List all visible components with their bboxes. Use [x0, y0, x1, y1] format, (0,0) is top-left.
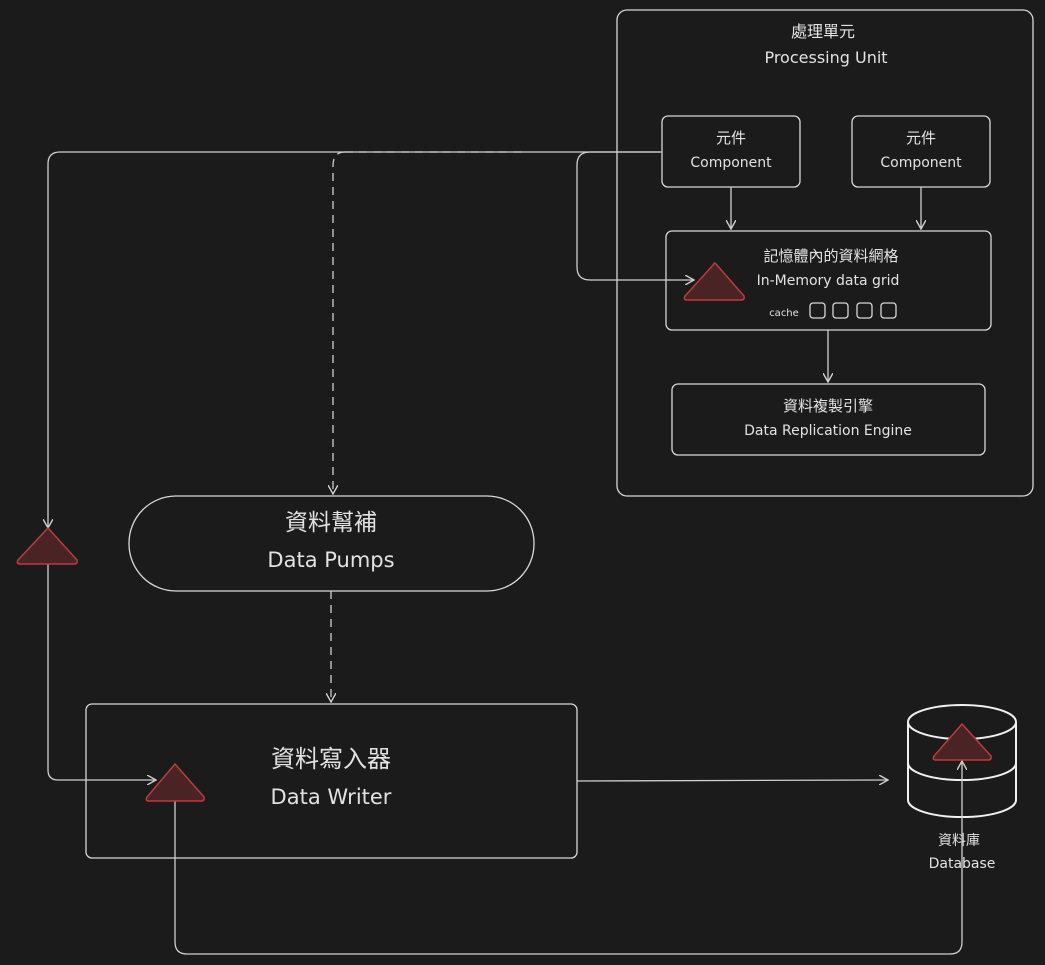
in-memory-grid-label-en: In-Memory data grid: [757, 273, 900, 289]
in-memory-grid-label-zh: 記憶體內的資料網格: [763, 247, 898, 265]
data-pumps-label-en: Data Pumps: [267, 548, 394, 572]
data-pumps-label-zh: 資料幫補: [285, 510, 377, 536]
connector-writer-loop-to-database: [174, 761, 962, 955]
in-memory-data-grid-box: 記憶體內的資料網格 In-Memory data grid cache: [665, 230, 992, 331]
replication-engine-label-en: Data Replication Engine: [744, 423, 912, 439]
replication-engine-label-zh: 資料複製引擎: [783, 397, 873, 415]
data-pumps-box: 資料幫補 Data Pumps: [128, 495, 535, 592]
component-b-box: 元件 Component: [851, 115, 991, 188]
arrow-writer-to-database: [576, 780, 888, 781]
warning-triangle-icon: [145, 762, 205, 802]
warning-triangle-icon: [683, 262, 745, 301]
connector-left-rail-to-writer: [47, 563, 156, 780]
processing-unit: 處理單元 Processing Unit: [616, 9, 1034, 497]
connector-component-to-left-rail: [48, 151, 662, 528]
component-b-label-zh: 元件: [906, 129, 936, 147]
component-b-label-en: Component: [880, 155, 962, 171]
data-writer-label-en: Data Writer: [271, 785, 392, 809]
data-writer-box: 資料寫入器 Data Writer: [85, 703, 578, 859]
cache-slot-icon: [832, 302, 849, 319]
cache-slot-icon: [856, 302, 873, 319]
component-a-box: 元件 Component: [661, 115, 801, 188]
cache-slot-icon: [809, 302, 826, 319]
component-a-label-en: Component: [690, 155, 772, 171]
connector-component-loop-to-grid: [576, 151, 694, 280]
data-replication-engine-box: 資料複製引擎 Data Replication Engine: [671, 383, 986, 456]
processing-unit-title-zh: 處理單元: [791, 22, 855, 41]
cache-label: cache: [769, 308, 799, 319]
dashed-arrow-to-data-pumps: [333, 151, 346, 494]
warning-triangle-icon: [932, 722, 992, 761]
component-a-label-zh: 元件: [716, 129, 746, 147]
database-label-zh: 資料庫: [938, 832, 980, 849]
warning-triangle-icon: [16, 526, 78, 565]
processing-unit-title-en: Processing Unit: [764, 48, 887, 67]
data-writer-label-zh: 資料寫入器: [271, 745, 391, 773]
cache-slot-icon: [880, 302, 897, 319]
